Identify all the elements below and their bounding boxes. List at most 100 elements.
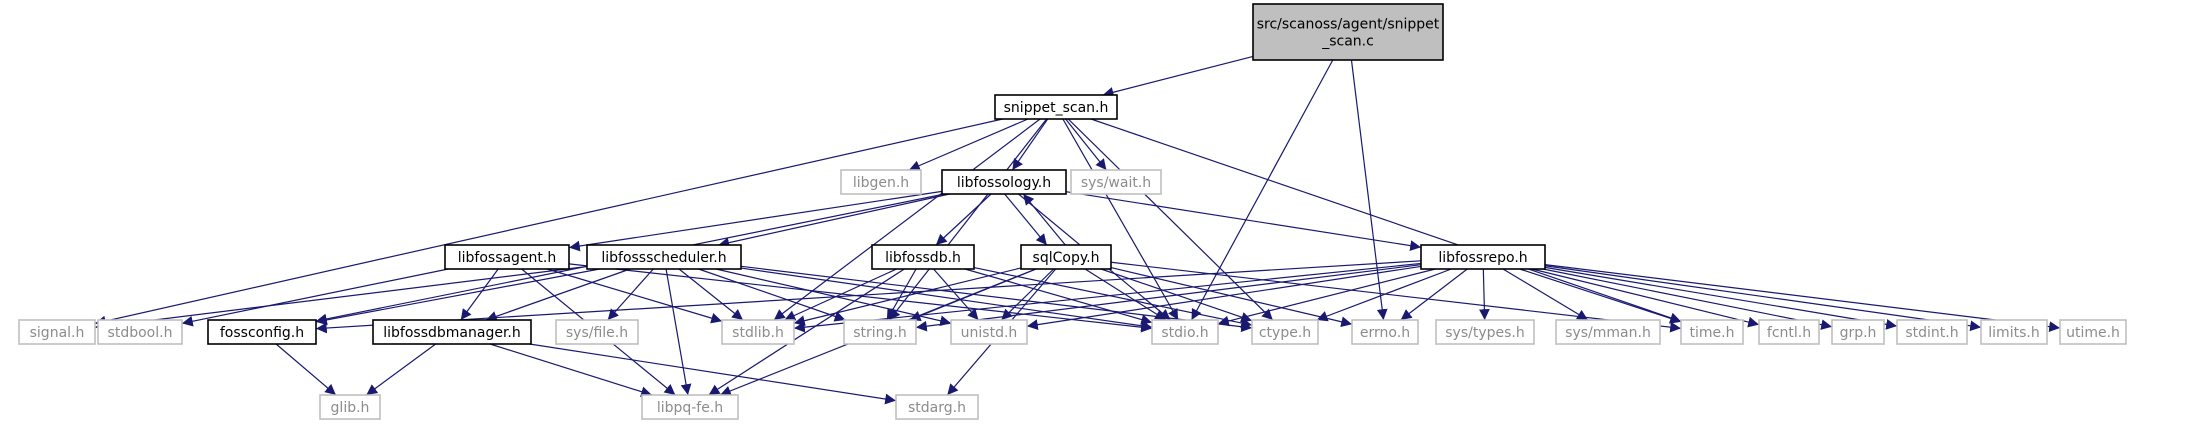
- node-label-libgen_h: libgen.h: [853, 175, 909, 191]
- node-libfossdbmanager_h[interactable]: libfossdbmanager.h: [372, 319, 532, 345]
- node-signal_h: signal.h: [18, 319, 96, 345]
- edge-libfossscheduler_h-to-string_h: [698, 268, 846, 322]
- node-sqlCopy_h[interactable]: sqlCopy.h: [1020, 244, 1112, 270]
- node-box-fcntl_h: [1758, 319, 1820, 345]
- edge-libfossdb_h-to-unistd_h: [933, 268, 979, 321]
- node-box-libfossology_h: [941, 169, 1067, 195]
- node-fcntl_h: fcntl.h: [1758, 319, 1820, 345]
- node-box-stdarg_h: [895, 394, 979, 420]
- edge-libfossscheduler_h-to-libfossdbmanager_h: [485, 268, 631, 322]
- edge-libfossology_h-to-libfossagent_h: [568, 190, 943, 252]
- node-root[interactable]: src/scanoss/agent/snippet_scan.c: [1252, 3, 1444, 61]
- node-box-utime_h: [2059, 319, 2127, 345]
- node-label-libfossdb_h: libfossdb.h: [885, 250, 961, 266]
- edge-libfossagent_h-to-libfossdbmanager_h: [460, 268, 499, 321]
- node-errno_h: errno.h: [1351, 319, 1419, 345]
- node-box-time_h: [1680, 319, 1744, 345]
- edge-libfossdbmanager_h-to-libpq_fe_h: [489, 343, 653, 397]
- edge-libfossagent_h-to-stdlib_h: [546, 268, 723, 324]
- node-label-stdlib_h: stdlib.h: [732, 325, 784, 341]
- edge-libfossscheduler_h-to-sys_file_h: [607, 268, 654, 321]
- edge-libfossrepo_h-to-fcntl_h: [1531, 268, 1760, 328]
- node-label-time_h: time.h: [1690, 325, 1735, 341]
- edge-libfossscheduler_h-to-ctype_h: [740, 265, 1253, 333]
- node-label-sys_mman_h: sys/mman.h: [1565, 325, 1651, 341]
- node-box-libfossscheduler_h: [586, 244, 742, 270]
- node-libfossagent_h[interactable]: libfossagent.h: [444, 244, 570, 270]
- edge-libfossology_h-to-libfossrepo_h: [1065, 191, 1422, 251]
- node-stdio_h: stdio.h: [1151, 319, 1219, 345]
- node-sys_types_h: sys/types.h: [1435, 319, 1535, 345]
- node-snippet_scan_h[interactable]: snippet_scan.h: [994, 94, 1118, 120]
- edge-libfossscheduler_h-to-libpq_fe_h: [665, 268, 692, 396]
- node-box-sys_types_h: [1435, 319, 1535, 345]
- node-label-libfossdbmanager_h: libfossdbmanager.h: [383, 325, 520, 341]
- node-box-libfossrepo_h: [1420, 244, 1546, 270]
- node-box-sys_mman_h: [1555, 319, 1661, 345]
- node-box-stdint_h: [1896, 319, 1968, 345]
- node-libfossscheduler_h[interactable]: libfossscheduler.h: [586, 244, 742, 270]
- node-ctype_h: ctype.h: [1251, 319, 1319, 345]
- edge-snippet_scan_h-to-signal_h: [94, 118, 1003, 327]
- edge-libfossology_h-to-libfossscheduler_h: [718, 193, 950, 248]
- node-box-ctype_h: [1251, 319, 1319, 345]
- edge-libfossrepo_h-to-stdint_h: [1544, 266, 1898, 330]
- edge-root-to-snippet_scan_h: [1102, 55, 1254, 98]
- node-label-sys_wait_h: sys/wait.h: [1081, 175, 1151, 191]
- edge-snippet_scan_h-to-stdio_h: [1062, 118, 1179, 321]
- node-libfossology_h[interactable]: libfossology.h: [941, 169, 1067, 195]
- node-libpq_fe_h: libpq-fe.h: [641, 394, 739, 420]
- node-unistd_h: unistd.h: [950, 319, 1028, 345]
- edge-snippet_scan_h-to-ctype_h: [1067, 118, 1274, 321]
- node-sys_wait_h: sys/wait.h: [1070, 169, 1162, 195]
- edge-libfossdb_h-to-libpq_fe_h: [708, 268, 905, 396]
- node-label-sys_types_h: sys/types.h: [1445, 325, 1524, 341]
- edge-snippet_scan_h-to-libfossology_h: [1011, 118, 1049, 171]
- node-label-snippet_scan_h: snippet_scan.h: [1004, 100, 1109, 116]
- node-box-libgen_h: [840, 169, 922, 195]
- edge-snippet_scan_h-to-string_h: [888, 118, 1048, 321]
- node-box-string_h: [843, 319, 917, 345]
- edge-libfossagent_h-to-stdio_h: [568, 263, 1153, 333]
- node-glib_h: glib.h: [319, 394, 381, 420]
- node-box-libpq_fe_h: [641, 394, 739, 420]
- edge-libfossdb_h-to-stdlib_h: [784, 268, 897, 321]
- node-label-fcntl_h: fcntl.h: [1767, 325, 1811, 341]
- edge-libfossscheduler_h-to-signal_h: [94, 265, 588, 332]
- node-stdint_h: stdint.h: [1896, 319, 1968, 345]
- node-grp_h: grp.h: [1831, 319, 1885, 345]
- node-label-sqlCopy_h: sqlCopy.h: [1033, 250, 1100, 266]
- node-label-fossconfig_h: fossconfig.h: [220, 325, 304, 341]
- node-box-stdlib_h: [721, 319, 795, 345]
- edge-sqlCopy_h-to-libfossology_h: [1022, 193, 1066, 246]
- edge-root-to-errno_h: [1350, 59, 1388, 321]
- node-label-stdint_h: stdint.h: [1905, 325, 1958, 341]
- nodes-layer: src/scanoss/agent/snippet_scan.c snippet_…: [18, 3, 2127, 420]
- node-libfossdb_h[interactable]: libfossdb.h: [871, 244, 975, 270]
- edge-libfossrepo_h-to-unistd_h: [1026, 265, 1422, 330]
- node-time_h: time.h: [1680, 319, 1744, 345]
- node-label-glib_h: glib.h: [331, 400, 370, 416]
- node-box-root: [1252, 3, 1444, 61]
- node-box-signal_h: [18, 319, 96, 345]
- node-box-grp_h: [1831, 319, 1885, 345]
- node-label-libpq_fe_h: libpq-fe.h: [657, 400, 723, 416]
- edge-libfossrepo_h-to-sys_mman_h: [1502, 268, 1589, 321]
- node-label-libfossagent_h: libfossagent.h: [458, 250, 557, 266]
- node-sys_mman_h: sys/mman.h: [1555, 319, 1661, 345]
- node-utime_h: utime.h: [2059, 319, 2127, 345]
- node-label-string_h: string.h: [853, 325, 907, 341]
- node-label-grp_h: grp.h: [1840, 325, 1877, 341]
- node-box-libfossagent_h: [444, 244, 570, 270]
- edge-libfossrepo_h-to-string_h: [915, 264, 1422, 332]
- node-box-sys_file_h: [555, 319, 639, 345]
- node-libfossrepo_h[interactable]: libfossrepo.h: [1420, 244, 1546, 270]
- node-box-libfossdbmanager_h: [372, 319, 532, 345]
- node-label-utime_h: utime.h: [2066, 325, 2120, 341]
- edge-root-to-stdio_h: [1190, 59, 1334, 321]
- edge-snippet_scan_h-to-sys_wait_h: [1065, 118, 1107, 171]
- edge-libfossdb_h-to-string_h: [886, 268, 917, 321]
- node-fossconfig_h[interactable]: fossconfig.h: [207, 319, 317, 345]
- edge-snippet_scan_h-to-libgen_h: [908, 118, 1029, 171]
- node-box-sys_wait_h: [1070, 169, 1162, 195]
